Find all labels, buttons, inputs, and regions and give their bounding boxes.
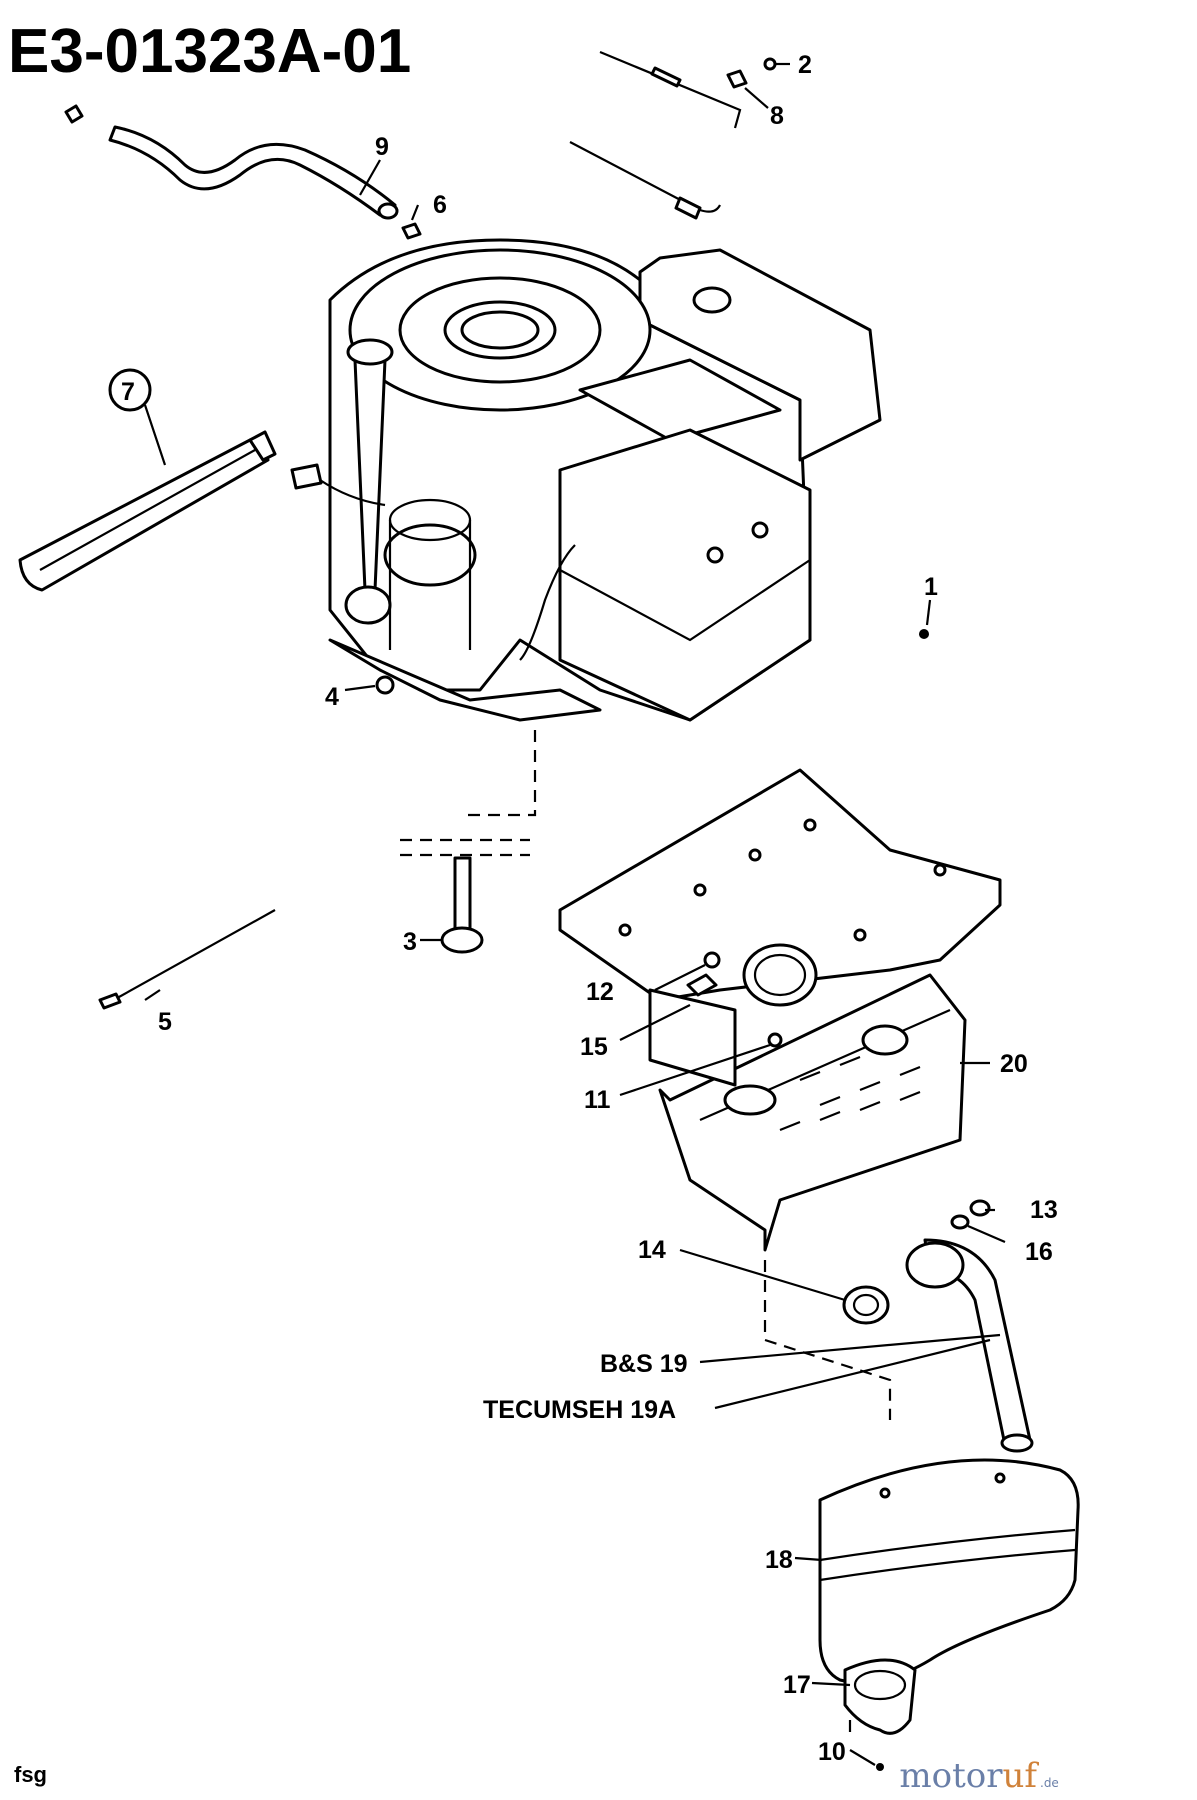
callout-5: 5 xyxy=(158,1008,172,1036)
callout-9: 9 xyxy=(375,133,389,161)
part-1-marker-dot xyxy=(919,629,929,639)
part-17-outlet-deflector xyxy=(843,1658,917,1735)
callout-12: 12 xyxy=(586,978,614,1006)
callout-1: 1 xyxy=(924,573,938,601)
leader-lines xyxy=(143,62,1006,1766)
part-18-muffler xyxy=(818,1458,1080,1684)
part-8-throttle-cable xyxy=(599,50,748,129)
motoruf-logo: motoruf .de xyxy=(899,1756,1058,1796)
callout-labels: 2 8 9 6 7 1 4 3 5 12 15 11 20 13 16 14 B… xyxy=(121,51,1058,1766)
part-4-nut xyxy=(375,675,395,695)
svg-text:.de: .de xyxy=(1040,1776,1059,1790)
callout-19: B&S 19 xyxy=(600,1350,688,1378)
part-12-screw xyxy=(703,951,721,969)
callout-3: 3 xyxy=(403,928,417,956)
part-5-cable-tie xyxy=(98,909,276,1010)
callout-16: 16 xyxy=(1025,1238,1053,1266)
callout-18: 18 xyxy=(765,1546,793,1574)
diagram-title: E3-01323A-01 xyxy=(8,17,411,86)
callout-11: 11 xyxy=(584,1086,611,1114)
part-5-cable-tie-upper xyxy=(569,141,721,220)
callout-4: 4 xyxy=(325,683,339,711)
callout-19a: TECUMSEH 19A xyxy=(483,1396,676,1424)
mounting-plate xyxy=(558,768,1002,1007)
callout-7: 7 xyxy=(121,378,135,406)
part-7-callout-circle xyxy=(108,368,152,412)
part-7-deflector xyxy=(18,430,277,592)
part-10-screw xyxy=(876,1763,884,1771)
part-20-heat-shield xyxy=(658,973,967,1252)
part-14-gasket xyxy=(842,1285,890,1325)
callout-13: 13 xyxy=(1030,1196,1058,1224)
part-19-exhaust-pipe xyxy=(905,1238,1034,1453)
part-11-screw xyxy=(767,1032,783,1048)
part-9-breather-tube xyxy=(64,104,399,220)
svg-text:motoruf: motoruf xyxy=(899,1756,1039,1796)
alignment-guide-engine xyxy=(400,730,537,857)
callout-17: 17 xyxy=(783,1671,811,1699)
part-6-clamp xyxy=(401,222,422,240)
part-13-screw xyxy=(969,1199,991,1217)
footer-code: fsg xyxy=(14,1762,47,1787)
callout-14: 14 xyxy=(638,1236,666,1264)
callout-15: 15 xyxy=(580,1033,608,1061)
alignment-guide-exhaust xyxy=(763,1260,892,1420)
callout-2: 2 xyxy=(798,51,812,79)
part-16-washer xyxy=(950,1214,970,1230)
part-15-bracket xyxy=(648,973,737,1087)
callout-6: 6 xyxy=(433,191,447,219)
part-2-screw xyxy=(763,57,777,71)
callout-20: 20 xyxy=(1000,1050,1028,1078)
part-3-bolt xyxy=(440,856,484,954)
part-1-engine xyxy=(290,238,882,722)
callout-8: 8 xyxy=(770,102,784,130)
callout-10: 10 xyxy=(818,1738,846,1766)
